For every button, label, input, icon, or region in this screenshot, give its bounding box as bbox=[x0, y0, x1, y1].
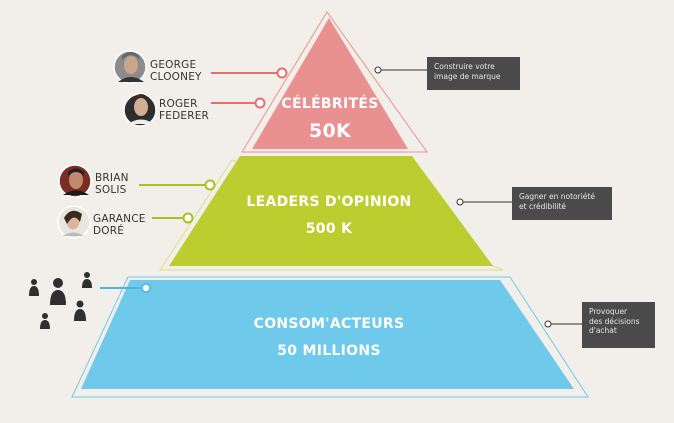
connector-crowd-dot bbox=[141, 283, 151, 293]
tier-consom-shape bbox=[81, 280, 574, 389]
connector-solis-dot bbox=[204, 179, 216, 191]
tier-leaders-value: 500 K bbox=[305, 221, 353, 237]
note-connector-dot-3 bbox=[544, 320, 552, 328]
person-name-roger-federer: ROGER FEDERER bbox=[159, 98, 210, 122]
person-silhouette-icon bbox=[50, 278, 66, 305]
avatar-brian-solis bbox=[58, 164, 92, 198]
note-celebrites: Construire votre image de marque bbox=[427, 57, 520, 90]
note-connector-dot-2 bbox=[456, 198, 464, 206]
connector-dore-dot bbox=[182, 212, 194, 224]
tier-celebrites-value: 50K bbox=[308, 120, 352, 142]
tier-celebrites-outline bbox=[241, 11, 428, 153]
tier-consom-name: CONSOM'ACTEURS bbox=[253, 316, 405, 332]
avatar-garance-dore bbox=[57, 205, 91, 239]
avatar-roger-federer bbox=[123, 93, 157, 127]
person-silhouette-icon bbox=[40, 313, 50, 329]
person-name-brian-solis: BRIAN SOLIS bbox=[95, 172, 129, 196]
note-consom: Provoquer des décisions d'achat bbox=[582, 302, 655, 348]
person-silhouette-icon bbox=[82, 272, 92, 288]
tier-consom-outline bbox=[71, 276, 589, 398]
note-leaders: Gagner en notoriété et crédibilité bbox=[512, 187, 612, 220]
connector-federer-dot bbox=[254, 97, 266, 109]
person-name-george-clooney: GEORGE CLOONEY bbox=[150, 59, 202, 83]
tier-leaders-name: LEADERS D'OPINION bbox=[246, 194, 412, 210]
tier-celebrites-shape bbox=[252, 18, 408, 149]
note-connector-dot-1 bbox=[374, 66, 382, 74]
connector-clooney-dot bbox=[276, 67, 288, 79]
person-silhouette-icon bbox=[74, 300, 86, 321]
tier-leaders-shape bbox=[169, 156, 493, 266]
tier-consom-value: 50 MILLIONS bbox=[277, 343, 381, 359]
avatar-george-clooney bbox=[113, 50, 147, 84]
tier-celebrites-name: CÉLÉBRITÉS bbox=[281, 96, 379, 112]
crowd-icon bbox=[29, 272, 92, 329]
person-name-garance-dore: GARANCE DORÉ bbox=[93, 213, 146, 237]
person-silhouette-icon bbox=[29, 279, 39, 296]
